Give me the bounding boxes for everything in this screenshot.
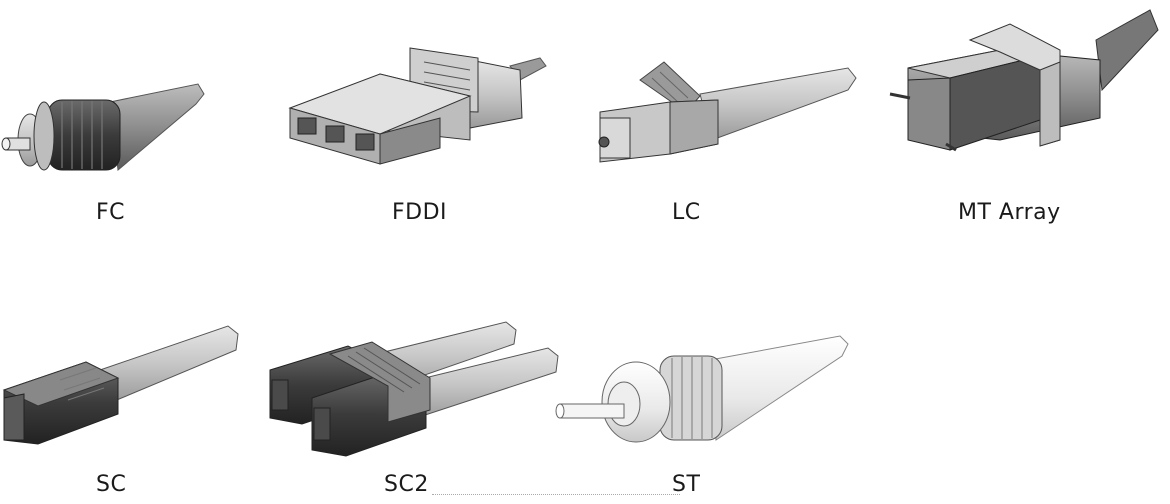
fc-label: FC xyxy=(96,200,126,225)
st-label: ST xyxy=(672,472,701,497)
sc-label: SC xyxy=(96,472,127,497)
mt-array-connector-drawing xyxy=(889,9,1159,152)
fc-connector-drawing xyxy=(1,83,205,171)
sc-connector-drawing xyxy=(2,325,239,445)
lc-label: LC xyxy=(672,200,701,225)
sc2-connector-drawing xyxy=(269,321,559,457)
fddi-connector-drawing xyxy=(288,47,547,165)
dotted-divider xyxy=(432,494,680,495)
fddi-label: FDDI xyxy=(392,200,448,225)
mt-array-label: MT Array xyxy=(958,200,1061,225)
st-connector-drawing xyxy=(555,335,849,443)
sc2-label: SC2 xyxy=(384,472,429,497)
lc-connector-drawing xyxy=(598,61,857,163)
